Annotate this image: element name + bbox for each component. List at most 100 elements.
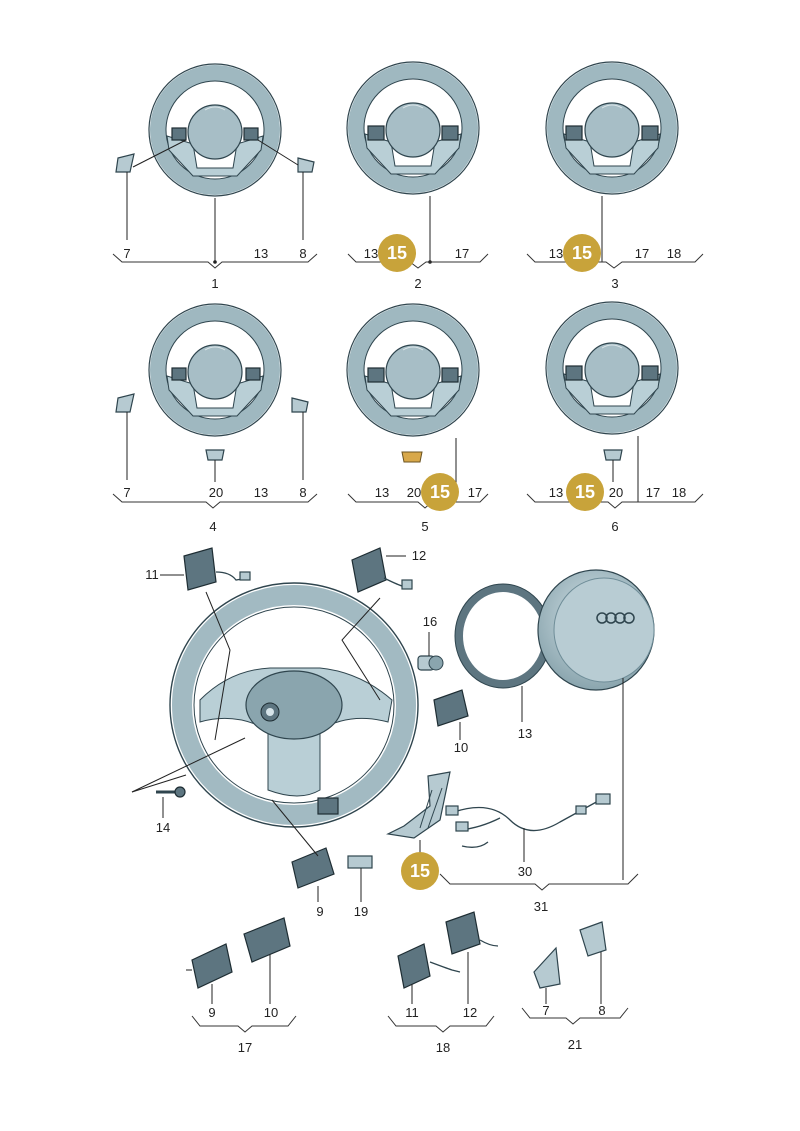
right-switch-icon — [641, 365, 659, 381]
steering-wheel-4-icon — [149, 304, 281, 436]
group-label-1: 1 — [211, 276, 218, 291]
label-17: 17 — [455, 246, 469, 261]
exploded-view: 11 12 16 13 — [131, 547, 655, 919]
right-switch-icon — [243, 127, 259, 141]
label-13: 13 — [549, 246, 563, 261]
label-13: 13 — [549, 485, 563, 500]
badge-15-label: 15 — [572, 243, 592, 263]
switch-10-icon — [243, 917, 291, 963]
wheel-6-group: 13 20 17 18 15 6 — [526, 302, 704, 534]
group-label-2: 2 — [414, 276, 421, 291]
steering-wheel-5-icon — [347, 304, 479, 436]
label-20: 20 — [609, 485, 623, 500]
badge-15-label: 15 — [410, 861, 430, 881]
label-8: 8 — [299, 246, 306, 261]
right-switch-icon — [441, 125, 459, 141]
label-14: 14 — [156, 820, 170, 835]
lower-switch-icon — [205, 449, 225, 461]
right-switch-icon — [641, 125, 659, 141]
group-label-21: 21 — [568, 1037, 582, 1052]
wheel-4-group: 7 20 13 8 4 — [112, 304, 318, 534]
label-13: 13 — [375, 485, 389, 500]
paddle-left-icon — [115, 153, 135, 173]
right-switch-icon — [441, 367, 459, 383]
group-label-6: 6 — [611, 519, 618, 534]
paddle-right-icon — [297, 157, 315, 173]
wheel-3-group: 13 17 18 15 3 — [526, 62, 704, 291]
steering-wheel-2-icon — [347, 62, 479, 194]
label-12: 12 — [463, 1005, 477, 1020]
switch-11-icon — [397, 943, 461, 989]
left-switch-icon — [565, 125, 583, 141]
right-switch-icon — [245, 367, 261, 381]
label-17: 17 — [635, 246, 649, 261]
set-21-group: 7 8 21 — [521, 921, 629, 1052]
label-7: 7 — [542, 1003, 549, 1018]
left-switch-icon — [171, 127, 187, 141]
wheel-2-group: 13 17 15 2 — [347, 62, 489, 291]
label-12: 12 — [412, 548, 426, 563]
label-18: 18 — [667, 246, 681, 261]
group-label-4: 4 — [209, 519, 216, 534]
badge-15 — [566, 473, 604, 511]
lower-switch-highlighted-icon — [401, 451, 423, 463]
badge-15 — [378, 234, 416, 272]
label-13: 13 — [364, 246, 378, 261]
wheel-5-group: 13 20 17 15 5 — [347, 304, 489, 534]
label-18: 18 — [672, 485, 686, 500]
ribbon-cable-icon — [386, 771, 451, 839]
switch-9-icon — [291, 847, 335, 889]
switch-19-icon — [347, 855, 373, 869]
paddle-left-icon — [115, 393, 135, 413]
bolt-16-icon — [417, 655, 444, 671]
group-label-18: 18 — [436, 1040, 450, 1055]
label-20: 20 — [209, 485, 223, 500]
label-17: 17 — [646, 485, 660, 500]
group-label-5: 5 — [421, 519, 428, 534]
switch-11-icon — [183, 547, 251, 591]
label-13: 13 — [518, 726, 532, 741]
screw-14-icon — [156, 786, 186, 798]
switch-9-icon — [186, 943, 233, 989]
label-11: 11 — [145, 567, 159, 582]
label-9: 9 — [208, 1005, 215, 1020]
label-7: 7 — [123, 246, 130, 261]
group-label-17: 17 — [238, 1040, 252, 1055]
label-10: 10 — [454, 740, 468, 755]
label-16: 16 — [423, 614, 437, 629]
paddle-left-icon — [533, 946, 561, 989]
wiring-harness-30-icon — [445, 793, 611, 848]
wheel-1-group: 7 13 8 1 — [112, 64, 318, 291]
label-8: 8 — [299, 485, 306, 500]
badge-15-label: 15 — [387, 243, 407, 263]
paddle-right-icon — [291, 397, 309, 413]
label-31: 31 — [534, 899, 548, 914]
label-13: 13 — [254, 246, 268, 261]
slip-ring-13-icon — [454, 583, 552, 689]
left-switch-icon — [367, 125, 385, 141]
set-18-group: 11 12 18 — [387, 911, 499, 1055]
lower-switch-icon — [603, 449, 623, 461]
switch-10-icon — [433, 689, 469, 727]
label-20: 20 — [407, 485, 421, 500]
left-switch-icon — [171, 367, 187, 381]
badge-15-label: 15 — [430, 482, 450, 502]
switch-12-icon — [351, 547, 413, 593]
switch-12-icon — [445, 911, 499, 955]
badge-15 — [421, 473, 459, 511]
label-10: 10 — [264, 1005, 278, 1020]
left-switch-icon — [565, 365, 583, 381]
left-switch-icon — [367, 367, 385, 383]
badge-15-label: 15 — [575, 482, 595, 502]
paddle-right-icon — [579, 921, 607, 957]
airbag-icon — [537, 569, 655, 691]
label-30: 30 — [518, 864, 532, 879]
badge-15 — [401, 852, 439, 890]
steering-wheel-1-icon — [149, 64, 281, 196]
label-13: 13 — [254, 485, 268, 500]
label-9: 9 — [316, 904, 323, 919]
label-11: 11 — [405, 1005, 419, 1020]
label-7: 7 — [123, 485, 130, 500]
